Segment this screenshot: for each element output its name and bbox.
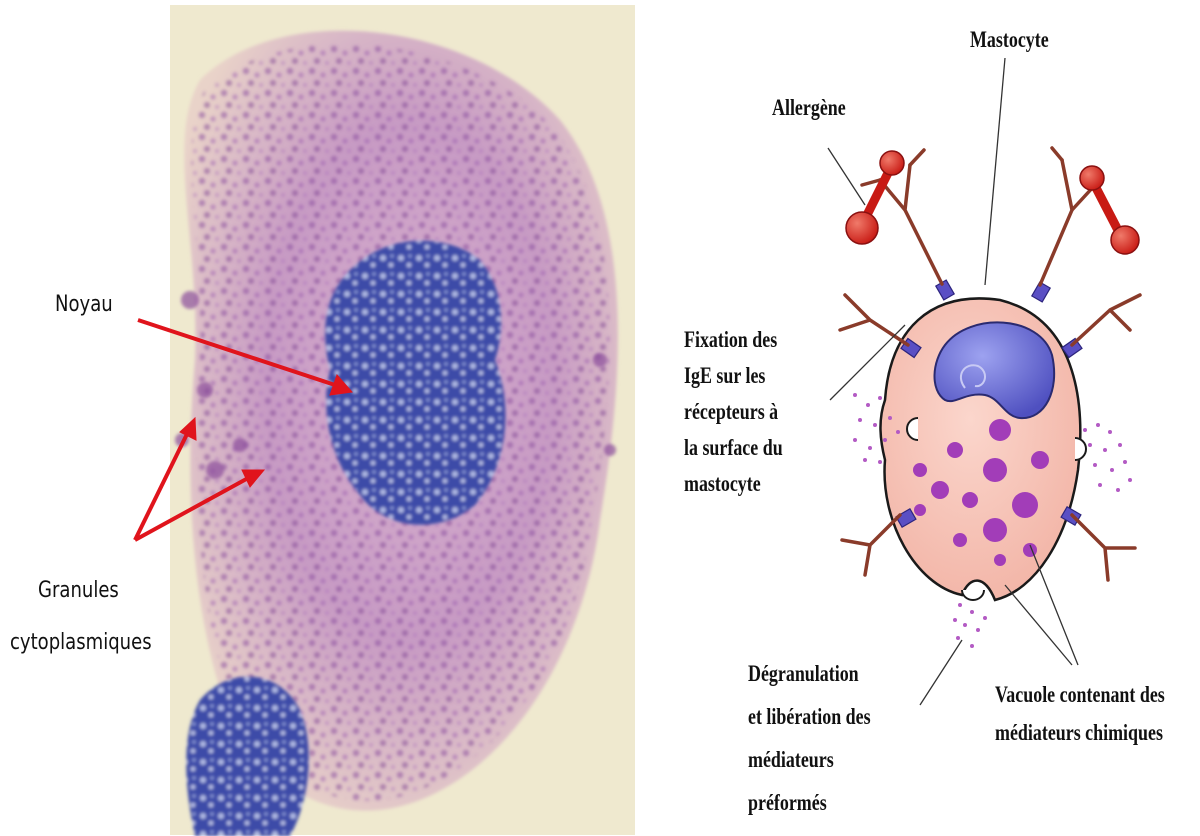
fixation-line: mastocyte <box>684 466 783 502</box>
vacuole-line: Vacuole contenant des <box>995 676 1165 714</box>
fixation-line: Fixation des <box>684 322 783 358</box>
fixation-line: la surface du <box>684 430 783 466</box>
degranulation-line: Dégranulation <box>748 652 871 695</box>
label-vacuole: Vacuole contenant des médiateurs chimiqu… <box>995 676 1200 752</box>
label-degranulation: Dégranulation et libération des médiateu… <box>748 652 905 824</box>
degranulation-line: médiateurs <box>748 738 871 781</box>
label-fixation: Fixation des IgE sur les récepteurs à la… <box>684 322 811 502</box>
label-allergene: Allergène <box>772 90 846 126</box>
degranulation-line: et libération des <box>748 695 871 738</box>
fixation-line: récepteurs à <box>684 394 783 430</box>
fixation-line: IgE sur les <box>684 358 783 394</box>
degranulation-line: préformés <box>748 781 871 824</box>
vacuole-line: médiateurs chimiques <box>995 714 1165 752</box>
label-mastocyte: Mastocyte <box>970 22 1049 58</box>
